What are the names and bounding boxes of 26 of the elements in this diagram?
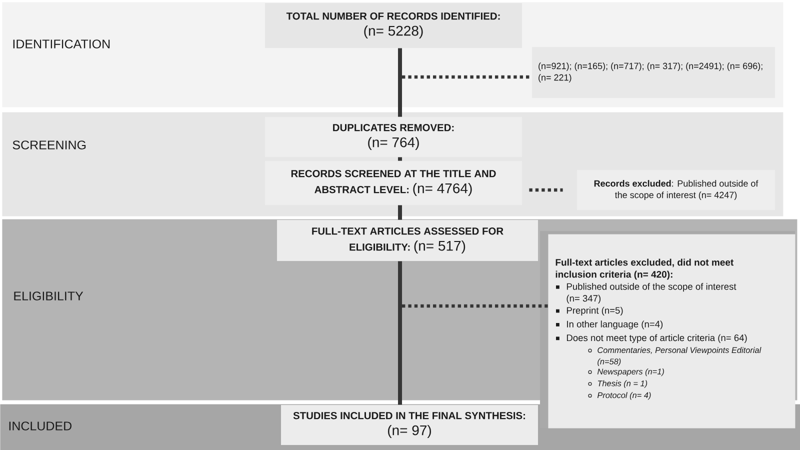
dotted-connector	[402, 75, 532, 79]
node-label: Published outside of the scope of interest (n= 347)	[566, 282, 736, 304]
exclusion-box: Full-text articles excluded, did not meet inclusion criteria (n= 420): Published outside of the scope of interest (n= 347) Preprint (n=5) In other language (n=4) Does not meet type of article criteria (n= 64) Commentaries, Personal Viewpoints Editorial (n=58) Newspapers (n=1) Thesis (n = 1) Protocol (n= 4)	[540, 231, 796, 428]
node-label: Full-text articles excluded, did not meet inclusion criteria (n= 420):	[556, 258, 734, 280]
node-label: Protocol (n= 4)	[597, 392, 651, 400]
node-label: Commentaries, Personal Viewpoints Editorial (n=58)	[598, 347, 762, 366]
connector-line	[398, 48, 402, 77]
process-box: DUPLICATES REMOVED: (n= 764)	[265, 117, 522, 157]
dotted-connector	[529, 188, 563, 192]
note-box: (n=921); (n=165); (n=717); (n= 317); (n=2491); (n= 696); (n= 221)	[532, 47, 775, 98]
dotted-connector	[402, 304, 548, 308]
node-label: Does not meet type of article criteria (n= 64)	[566, 334, 747, 343]
node-label: Thesis (n = 1)	[598, 380, 648, 388]
connector-line	[398, 205, 402, 220]
note-box: Records excluded: Published outside of the scope of interest (n= 4247)	[577, 170, 775, 210]
node-label: In other language (n=4)	[567, 320, 663, 330]
connector-line	[398, 306, 402, 405]
node-label: Newspapers (n=1)	[597, 368, 664, 376]
process-box: RECORDS SCREENED AT THE TITLE AND ABSTRACT LEVEL: (n= 4764)	[265, 161, 522, 205]
process-box: TOTAL NUMBER OF RECORDS IDENTIFIED: (n= 5228)	[265, 3, 522, 48]
connector-line	[398, 157, 402, 161]
connector-line	[398, 77, 402, 117]
node-label: Preprint (n=5)	[566, 306, 623, 316]
process-box: STUDIES INCLUDED IN THE FINAL SYNTHESIS: (n= 97)	[281, 405, 538, 445]
process-box: FULL-TEXT ARTICLES ASSESSED FOR ELIGIBILITY: (n= 517)	[277, 220, 538, 261]
connector-line	[398, 261, 402, 306]
